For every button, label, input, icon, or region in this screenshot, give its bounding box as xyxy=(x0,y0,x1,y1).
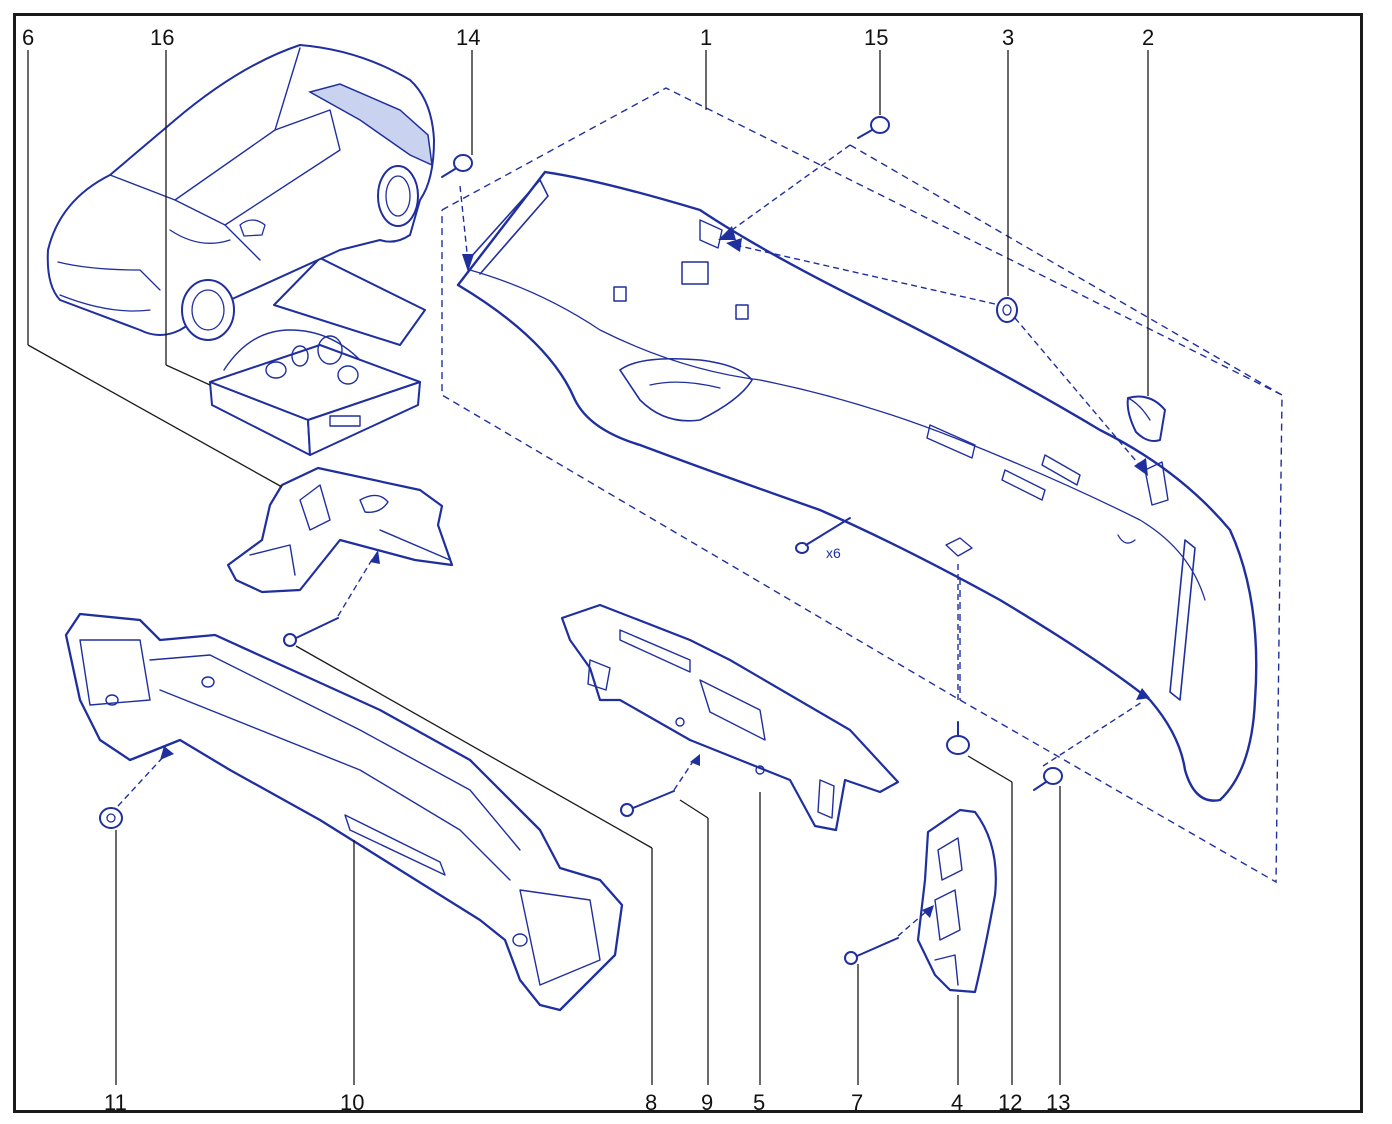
callout-4: 4 xyxy=(951,1090,963,1115)
fastener-kit-box xyxy=(209,257,426,456)
rivet-7 xyxy=(844,937,899,965)
side-bracket-right xyxy=(916,808,997,994)
callout-7: 7 xyxy=(851,1090,863,1115)
rivet-8 xyxy=(283,617,339,647)
arrow-heads xyxy=(160,226,1150,918)
bumper-shell xyxy=(456,170,1258,802)
screw-15 xyxy=(857,116,890,139)
clip-grommet xyxy=(996,297,1018,323)
callout-16: 16 xyxy=(150,25,174,50)
vehicle-illustration xyxy=(46,44,435,341)
callout-labels: 6 16 14 1 15 3 2 11 10 8 9 5 7 4 12 13 xyxy=(22,25,1154,1115)
callout-2: 2 xyxy=(1142,25,1154,50)
bumper-beam xyxy=(64,612,624,1012)
nut-11 xyxy=(99,807,123,829)
callout-1: 1 xyxy=(700,25,712,50)
callout-11: 11 xyxy=(104,1090,127,1115)
callout-15: 15 xyxy=(864,25,888,50)
small-bracket xyxy=(1126,395,1166,442)
callout-13: 13 xyxy=(1046,1090,1070,1115)
screw-13 xyxy=(1033,767,1063,791)
center-bracket xyxy=(560,603,900,832)
callout-12: 12 xyxy=(998,1090,1022,1115)
rivet-quantity-label: x6 xyxy=(826,545,841,561)
callout-6: 6 xyxy=(22,25,34,50)
assembly-arrows xyxy=(117,144,1143,937)
rivet-x6 xyxy=(795,517,851,554)
screw-14 xyxy=(441,154,473,178)
screw-12 xyxy=(946,721,970,755)
leader-lines xyxy=(27,50,1149,1085)
callout-3: 3 xyxy=(1002,25,1014,50)
callout-5: 5 xyxy=(753,1090,765,1115)
callout-10: 10 xyxy=(340,1090,364,1115)
side-bracket-left xyxy=(226,466,454,594)
rivet-9 xyxy=(620,790,675,817)
callout-14: 14 xyxy=(456,25,480,50)
callout-9: 9 xyxy=(701,1090,713,1115)
callout-8: 8 xyxy=(645,1090,657,1115)
